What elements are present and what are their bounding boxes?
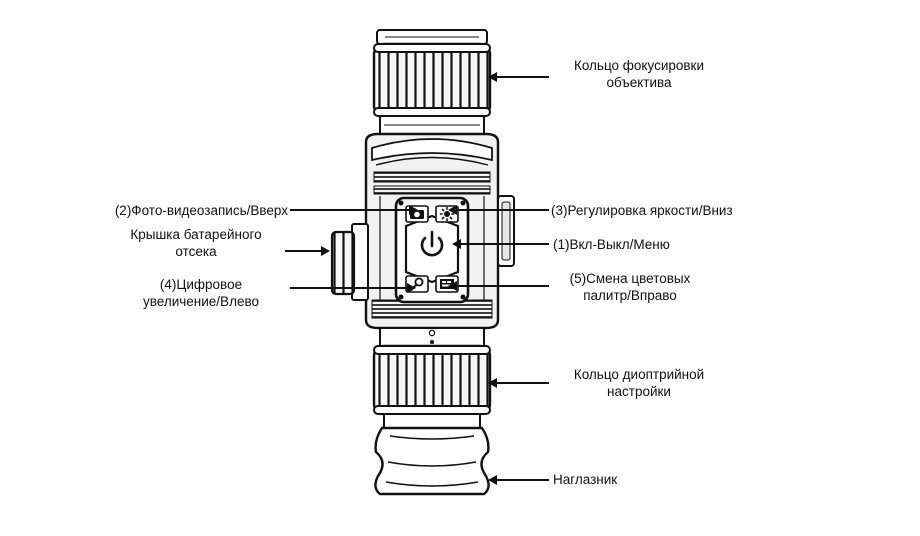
label-zoom: (4)Цифровое увеличение/Влево <box>116 276 286 310</box>
side-port-cover <box>497 195 515 267</box>
palette-icon <box>440 279 454 289</box>
label-palette-line2: палитр/Вправо <box>583 288 677 303</box>
label-photo-video: (2)Фото-видеозапись/Вверх <box>60 202 288 219</box>
label-zoom-line1: (4)Цифровое <box>159 277 243 292</box>
label-zoom-line2: увеличение/Влево <box>143 294 259 309</box>
label-eyecup: Наглазник <box>553 471 673 488</box>
eyecup <box>374 413 490 496</box>
label-power-menu-text: (1)Вкл-Выкл/Меню <box>553 237 670 252</box>
label-brightness: (3)Регулировка яркости/Вниз <box>551 202 773 219</box>
label-eyecup-text: Наглазник <box>553 472 618 487</box>
label-focus-ring-line1: Кольцо фокусировки <box>573 58 705 73</box>
battery-cover[interactable] <box>330 223 369 301</box>
label-diopter-ring: Кольцо диоптрийной настройки <box>550 366 728 400</box>
diopter-ring[interactable] <box>372 344 492 416</box>
label-battery-cover: Крышка батарейного отсека <box>108 226 284 260</box>
label-brightness-text: (3)Регулировка яркости/Вниз <box>551 203 733 218</box>
label-focus-ring-line2: объектива <box>606 75 672 90</box>
label-battery-cover-line2: отсека <box>175 244 217 259</box>
label-diopter-ring-line1: Кольцо диоптрийной <box>573 367 705 382</box>
label-diopter-ring-line2: настройки <box>607 384 671 399</box>
label-power-menu: (1)Вкл-Выкл/Меню <box>553 236 733 253</box>
lower-neck <box>379 327 485 347</box>
upper-neck <box>379 115 485 135</box>
label-battery-cover-line1: Крышка батарейного <box>130 227 262 242</box>
label-palette: (5)Смена цветовых палитр/Вправо <box>548 270 712 304</box>
power-icon <box>420 230 444 257</box>
leader-lines <box>285 72 549 485</box>
label-palette-line1: (5)Смена цветовых <box>569 271 691 286</box>
label-focus-ring: Кольцо фокусировки объектива <box>550 57 728 91</box>
focus-ring[interactable] <box>372 42 492 118</box>
label-photo-video-text: (2)Фото-видеозапись/Вверх <box>114 203 288 218</box>
power-button[interactable] <box>404 214 460 284</box>
objective-cap <box>376 29 488 45</box>
